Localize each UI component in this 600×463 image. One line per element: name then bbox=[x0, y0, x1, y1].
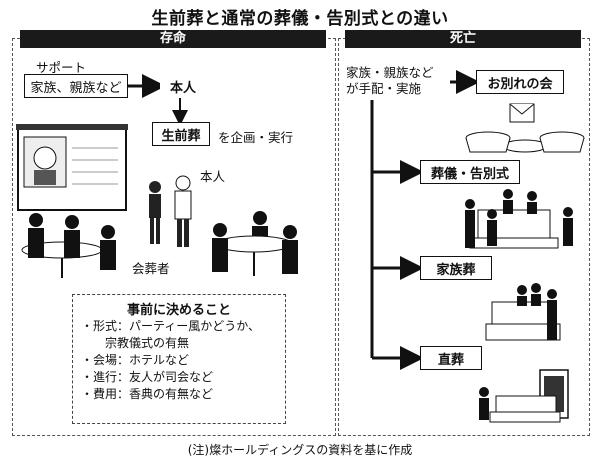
host-and-person-illustration bbox=[149, 175, 192, 247]
farewell-box: お別れの会 bbox=[476, 70, 564, 94]
source-note: (注)燦ホールディングスの資料を基に作成 bbox=[187, 443, 413, 457]
family-funeral-box: 家族葬 bbox=[420, 256, 492, 280]
person-box: 本人 bbox=[160, 74, 206, 98]
plan-text: を企画・実行 bbox=[218, 130, 294, 145]
decide-item: ・費用：香典の有無など bbox=[81, 387, 214, 401]
decide-heading: 事前に決めること bbox=[126, 303, 231, 318]
farewell-gathering-illustration bbox=[465, 103, 585, 153]
support-box: 家族、親族など bbox=[24, 74, 128, 98]
projection-screen-illustration bbox=[16, 124, 128, 211]
funeral-box-text: 葬儀・告別式 bbox=[430, 166, 509, 182]
attendee-label: 会葬者 bbox=[132, 261, 170, 276]
right-header-death: 死亡 bbox=[345, 30, 581, 48]
direct-cremation-box: 直葬 bbox=[420, 346, 482, 370]
direct-cremation-box-text: 直葬 bbox=[437, 352, 464, 368]
decide-beforehand-box: 事前に決めること ・形式：パーティー風かどうか、 宗教儀式の有無 ・会場：ホテル… bbox=[72, 294, 286, 424]
plan-box: 生前葬 bbox=[152, 122, 210, 146]
direct-cremation-illustration bbox=[479, 369, 569, 423]
left-header-alive: 存命 bbox=[20, 30, 326, 48]
family-funeral-box-text: 家族葬 bbox=[436, 262, 476, 278]
decide-item: ・進行：友人が司会など bbox=[81, 370, 214, 384]
person-label: 本人 bbox=[200, 169, 226, 184]
diagram-title: 生前葬と通常の葬儀・告別式との違い bbox=[151, 9, 449, 29]
support-label: サポート bbox=[36, 60, 87, 75]
funeral-ceremony-illustration bbox=[465, 189, 573, 249]
funeral-box: 葬儀・告別式 bbox=[420, 160, 520, 184]
family-funeral-illustration bbox=[485, 283, 561, 341]
person-box-text: 本人 bbox=[169, 80, 196, 96]
attendees-illustration bbox=[21, 211, 298, 278]
decide-item: 宗教儀式の有無 bbox=[81, 336, 190, 350]
arranger-line-2: が手配・実施 bbox=[346, 81, 422, 96]
decide-item: ・会場：ホテルなど bbox=[81, 353, 190, 367]
arranger-line-1: 家族・親族など bbox=[346, 65, 434, 80]
plan-box-text: 生前葬 bbox=[161, 128, 201, 144]
decide-item: ・形式：パーティー風かどうか、 bbox=[81, 319, 261, 333]
farewell-box-text: お別れの会 bbox=[487, 76, 553, 92]
support-box-text: 家族、親族など bbox=[30, 80, 122, 96]
